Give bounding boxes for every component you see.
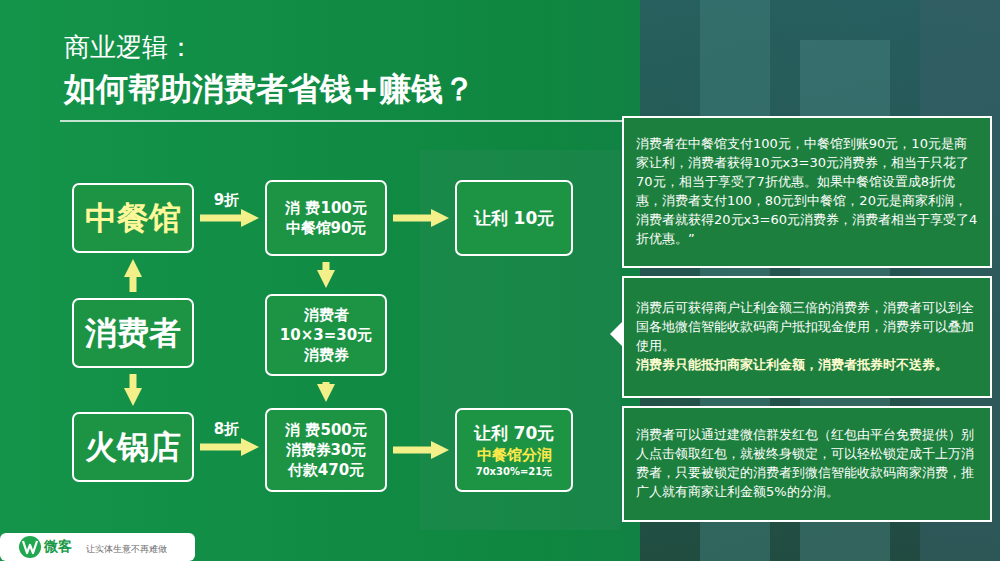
callout-box: 消费者在中餐馆支付100元，中餐馆到账90元，10元是商家让利，消费者获得10元… xyxy=(622,116,992,268)
logo-text: 微客 xyxy=(44,538,72,556)
node-text: 消费者 10×3=30元 消费券 xyxy=(275,305,377,366)
building xyxy=(420,150,620,530)
node-text: 让利 10元 xyxy=(474,207,555,230)
callout-pointer xyxy=(610,322,622,346)
logo-mark xyxy=(23,541,37,553)
node-text: 火锅店 xyxy=(85,429,181,466)
flow-arrow xyxy=(323,382,330,384)
flow-arrow xyxy=(130,277,137,292)
node-text: 70x30%=21元 xyxy=(476,465,553,479)
flow-arrow xyxy=(200,444,241,451)
title-kicker: 商业逻辑： xyxy=(64,30,194,65)
voucher-box: 消费者 10×3=30元 消费券 xyxy=(265,294,387,376)
title: 如何帮助消费者省钱+赚钱？ xyxy=(64,68,475,112)
node-text: 消费后可获得商户让利金额三倍的消费券，消费者可以到全国各地微信智能收款码商户抵扣… xyxy=(636,299,978,356)
node-text: 中餐馆分润 xyxy=(477,445,552,465)
node-text: 消费券只能抵扣商家让利金额，消费者抵券时不送券。 xyxy=(636,356,978,375)
callout-box: 消费者可以通过建微信群发红包（红包由平台免费提供）别人点击领取红包，就被终身锁定… xyxy=(622,406,992,522)
consumer-box: 消费者 xyxy=(72,298,194,368)
flow-arrow xyxy=(393,215,431,222)
flow-arrow xyxy=(200,215,241,222)
shop-box: 火锅店 xyxy=(72,412,194,482)
logo-bar xyxy=(0,533,195,561)
payment-box: 消 费100元 中餐馆90元 xyxy=(265,180,387,256)
edge-label: 8折 xyxy=(214,420,239,439)
edge-label: 9折 xyxy=(214,191,239,210)
node-text: 中餐馆 xyxy=(85,200,181,237)
node-text: 让利 70元 xyxy=(474,422,555,445)
title-rule xyxy=(60,120,622,122)
flow-arrow xyxy=(323,262,330,270)
discount-box: 让利 10元 xyxy=(455,180,573,256)
flow-arrow xyxy=(393,447,431,454)
payment-box: 消 费500元 消费券30元 付款470元 xyxy=(265,408,387,492)
slogan: 让实体生意不再难做 xyxy=(86,543,167,556)
flow-arrow xyxy=(130,374,137,388)
node-text: 消 费100元 中餐馆90元 xyxy=(275,198,377,239)
callout-box: 消费后可获得商户让利金额三倍的消费券，消费者可以到全国各地微信智能收款码商户抵扣… xyxy=(622,276,992,398)
shop-box: 中餐馆 xyxy=(72,183,194,253)
node-text: 消费者 xyxy=(85,315,181,352)
logo-mark xyxy=(19,536,41,558)
node-text: 消 费500元 消费券30元 付款470元 xyxy=(275,420,377,481)
discount-box: 让利 70元中餐馆分润70x30%=21元 xyxy=(455,408,573,492)
node-text: 消费者在中餐馆支付100元，中餐馆到账90元，10元是商家让利，消费者获得10元… xyxy=(636,135,978,248)
node-text: 消费者可以通过建微信群发红包（红包由平台免费提供）别人点击领取红包，就被终身锁定… xyxy=(636,426,978,501)
